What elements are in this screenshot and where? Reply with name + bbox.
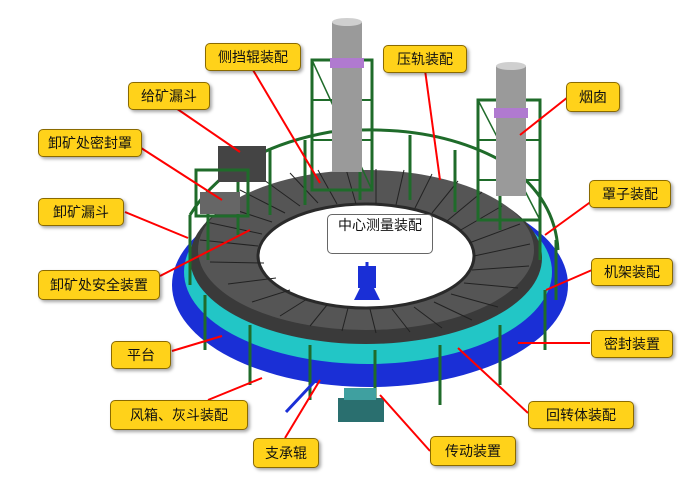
center-stand [354, 262, 380, 300]
ring-inner-edge [256, 202, 476, 310]
callout-hood-assembly: 罩子装配 [589, 180, 671, 208]
leader-discharge-hopper [124, 211, 189, 239]
center-measure-label: 中心测量装配 [327, 214, 433, 254]
leader-lines [124, 69, 597, 452]
callout-rotor-assembly: 回转体装配 [528, 401, 634, 429]
drive-device [284, 378, 384, 422]
callout-side-roller: 侧挡辊装配 [205, 43, 301, 71]
callout-frame-assembly: 机架装配 [591, 258, 673, 286]
leader-rotor-assembly [457, 347, 529, 414]
callout-fan-hopper: 风箱、灰斗装配 [110, 400, 248, 430]
callout-drive-device: 传动装置 [430, 436, 516, 466]
leader-hood-assembly [544, 197, 597, 236]
leader-discharge-hood [137, 145, 223, 201]
callout-feed-hopper: 给矿漏斗 [128, 82, 210, 110]
leader-feed-hopper [169, 103, 241, 153]
chimney-right [476, 62, 542, 222]
callout-discharge-hopper: 卸矿漏斗 [38, 198, 124, 226]
chimney-left [310, 18, 374, 192]
callout-support-roller: 支承辊 [253, 438, 319, 468]
callout-chimney: 烟囱 [566, 82, 620, 112]
leader-discharge-safety [159, 229, 251, 277]
feed-hopper-block [194, 146, 266, 218]
callout-platform: 平台 [111, 341, 171, 369]
leader-drive-device [379, 394, 431, 452]
leader-platform [171, 335, 223, 352]
leader-press-rail [424, 69, 441, 181]
leader-support-roller [284, 379, 321, 439]
leader-fan-hopper [207, 377, 263, 401]
leader-side-roller [252, 69, 321, 184]
callout-press-rail: 压轨装配 [383, 45, 467, 73]
leader-chimney [519, 96, 569, 136]
callout-discharge-safety: 卸矿处安全装置 [38, 270, 160, 300]
leader-frame-assembly [545, 269, 593, 291]
callout-discharge-hood: 卸矿处密封罩 [38, 129, 142, 157]
callout-seal-device: 密封装置 [591, 330, 673, 358]
